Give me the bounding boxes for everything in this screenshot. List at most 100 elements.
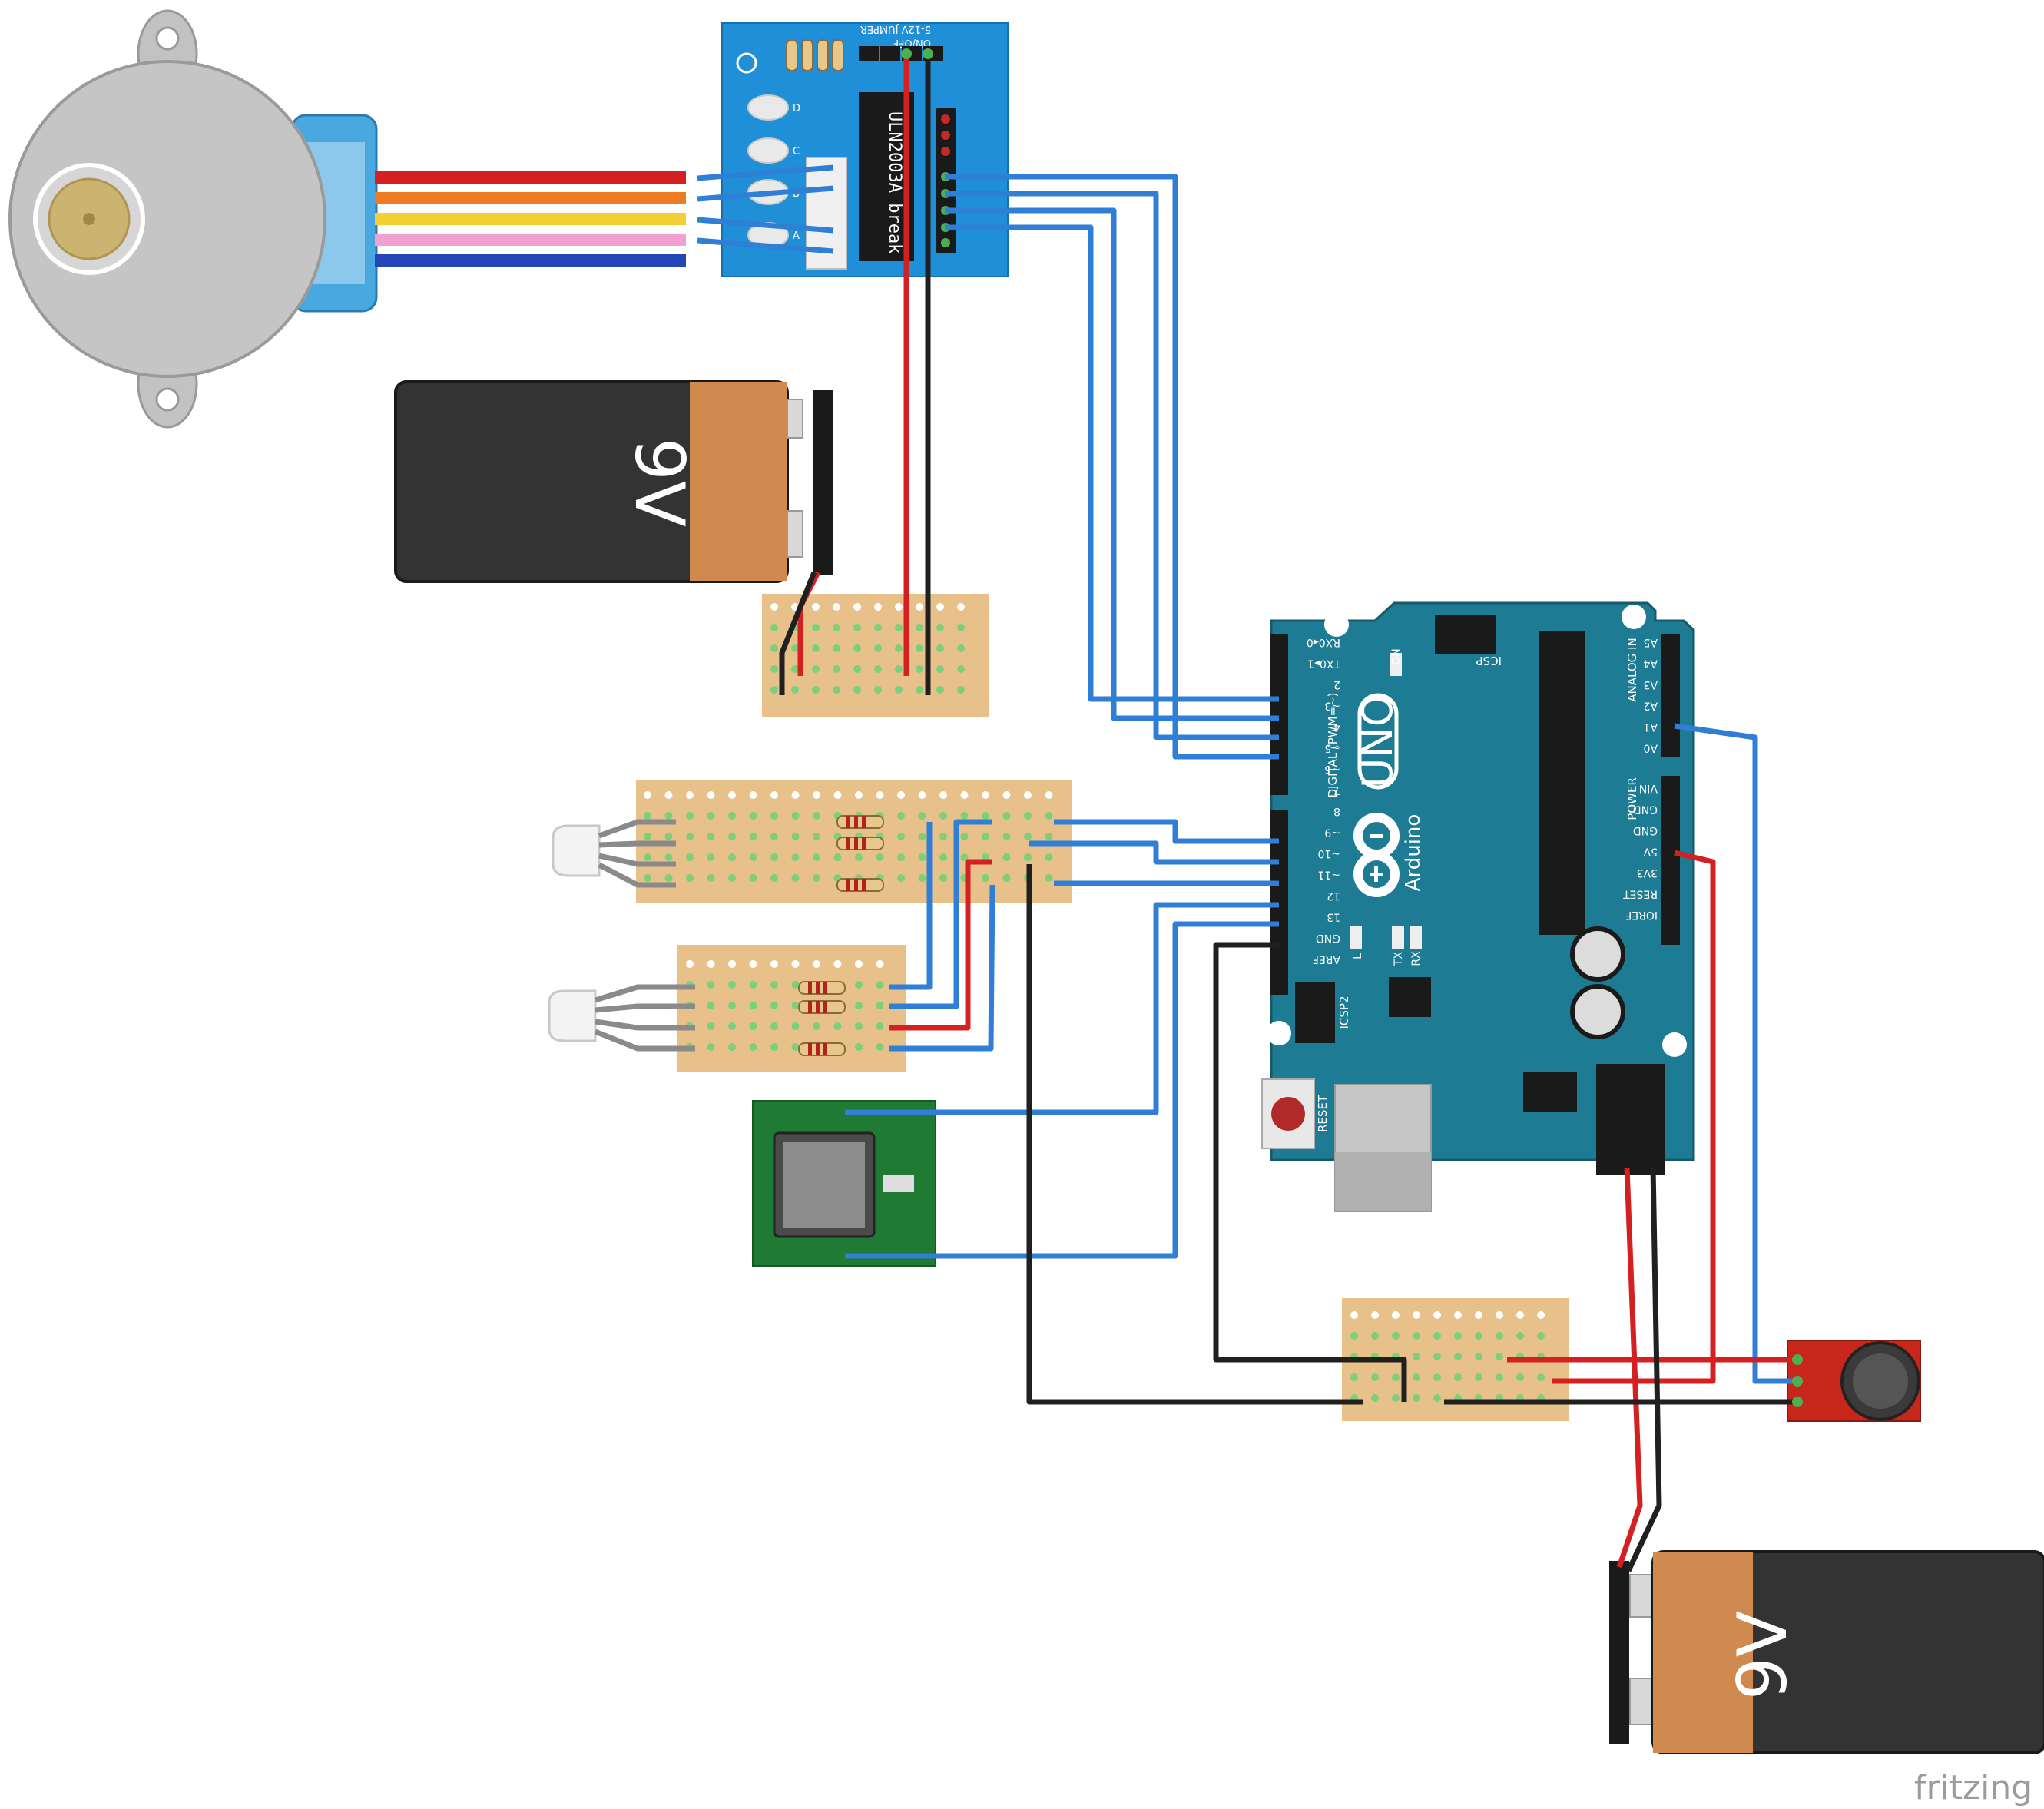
digital-pin-label-15: AREF <box>1313 953 1340 966</box>
stripboard-hole <box>770 1022 778 1030</box>
stripboard-hole <box>1537 1311 1545 1319</box>
stripboard-hole <box>874 665 882 673</box>
digital-pin-label-10: ~10 <box>1317 847 1340 860</box>
stripboard-hole <box>1475 1311 1482 1319</box>
stripboard-hole <box>686 812 694 820</box>
stripboard-hole <box>791 853 800 861</box>
stripboard-hole <box>749 874 757 882</box>
stripboard-hole <box>1413 1311 1420 1319</box>
stripboard-hole <box>853 603 861 611</box>
watermark: fritzing <box>1914 1768 2032 1807</box>
stripboard-hole <box>853 686 861 694</box>
stripboard-hole <box>813 874 820 882</box>
stripboard-led-lower <box>677 945 906 1072</box>
stripboard-hole <box>813 833 820 840</box>
stripboard-hole <box>1350 1332 1358 1340</box>
stripboard-hole <box>833 624 840 631</box>
wires-red <box>797 52 1797 1569</box>
tx-label: TX <box>1393 952 1405 967</box>
stripboard-hole <box>707 833 715 840</box>
stripboard-hole <box>874 644 882 652</box>
stripboard-hole <box>1002 791 1011 799</box>
stripboard-hole <box>1413 1353 1420 1360</box>
stripboard-hole <box>791 874 800 882</box>
stripboard-hole <box>813 791 820 799</box>
stripboard-hole <box>791 812 800 820</box>
motor-cable <box>375 171 686 267</box>
stripboard-hole <box>957 603 965 611</box>
stripboard-hole <box>791 1022 800 1030</box>
stripboard-hole <box>812 644 820 652</box>
stripboard-hole <box>770 1043 778 1051</box>
reset-label: RESET <box>1316 1095 1330 1132</box>
stripboard-hole <box>664 874 673 882</box>
stepper-motor <box>8 9 378 429</box>
stripboard-hole <box>960 791 969 799</box>
stripboard-hole <box>1024 853 1032 861</box>
stripboard-hole <box>957 665 965 673</box>
stripboard-hole <box>770 791 778 799</box>
stripboard-hole <box>749 1043 757 1051</box>
stripboard-hole <box>897 833 905 840</box>
stripboard-hole <box>1475 1353 1482 1360</box>
digital-label: DIGITAL (PWM=~) <box>1326 692 1340 797</box>
stripboard-hole <box>960 853 969 861</box>
stripboard-hole <box>749 981 757 989</box>
digital-pin-label-9: ~9 <box>1324 827 1340 839</box>
stripboard-hole <box>855 1022 863 1030</box>
digital-pin-label-0: RX0◂0 <box>1307 636 1340 648</box>
stripboard-hole <box>686 791 694 799</box>
uln2003a-driver-board: D C B A ULN2003A break 5-12V JUMPER ON/O… <box>721 22 1009 277</box>
analog-pin-label-1: A4 <box>1643 658 1658 670</box>
force-sensor-board <box>752 1100 936 1267</box>
stripboard-hole <box>644 874 651 882</box>
stripboard-hole <box>728 981 736 989</box>
digital-pin-label-11: ~11 <box>1317 869 1340 881</box>
on-label: ON <box>1390 648 1403 665</box>
stripboard-hole <box>770 1002 778 1009</box>
microphone-module <box>1787 1340 1921 1422</box>
stripboard-hole <box>1392 1332 1400 1340</box>
analog-pin-label-0: A5 <box>1644 636 1658 648</box>
icsp-label: ICSP <box>1476 654 1502 668</box>
stripboard-hole <box>833 960 842 968</box>
stripboard-hole <box>833 644 840 652</box>
analog-pin-label-3: A2 <box>1644 700 1658 712</box>
stripboard-hole <box>644 833 651 840</box>
battery-bottom-label: 9V <box>1723 1611 1802 1700</box>
stripboard-hole <box>895 686 903 694</box>
stripboard-hole <box>707 1002 715 1009</box>
stripboard-hole <box>812 686 820 694</box>
stripboard-hole <box>728 791 736 799</box>
battery-top-label: 9V <box>620 438 699 527</box>
stripboard-hole <box>918 874 926 882</box>
digital-pin-label-6: ~6 <box>1324 763 1340 775</box>
stripboard-hole <box>770 665 778 673</box>
stripboard-hole <box>936 624 944 631</box>
stripboard-hole <box>960 833 969 840</box>
stripboard-hole <box>957 624 965 631</box>
power-pin-label-6: IOREF <box>1625 909 1658 921</box>
l-label: L <box>1352 953 1364 959</box>
stripboard-hole <box>853 644 861 652</box>
stripboard-hole <box>895 603 903 611</box>
stripboard-hole <box>1024 812 1032 820</box>
stripboard-hole <box>791 644 799 652</box>
stripboard-hole <box>664 812 673 820</box>
led-letter-a: A <box>793 230 800 242</box>
stripboard-hole <box>939 853 947 861</box>
stripboard-hole <box>874 603 882 611</box>
stripboard-hole <box>1433 1373 1441 1381</box>
power-label: POWER <box>1625 777 1639 820</box>
stripboard-hole <box>982 874 989 882</box>
stripboard-hole <box>936 644 944 652</box>
stripboard-hole <box>916 665 923 673</box>
digital-pin-label-5: ~5 <box>1324 742 1340 754</box>
stripboard-hole <box>728 874 736 882</box>
stripboard-hole <box>1350 1373 1358 1381</box>
stripboard-hole <box>1454 1373 1462 1381</box>
stripboard-hole <box>918 791 926 799</box>
stripboard-hole <box>791 833 800 840</box>
